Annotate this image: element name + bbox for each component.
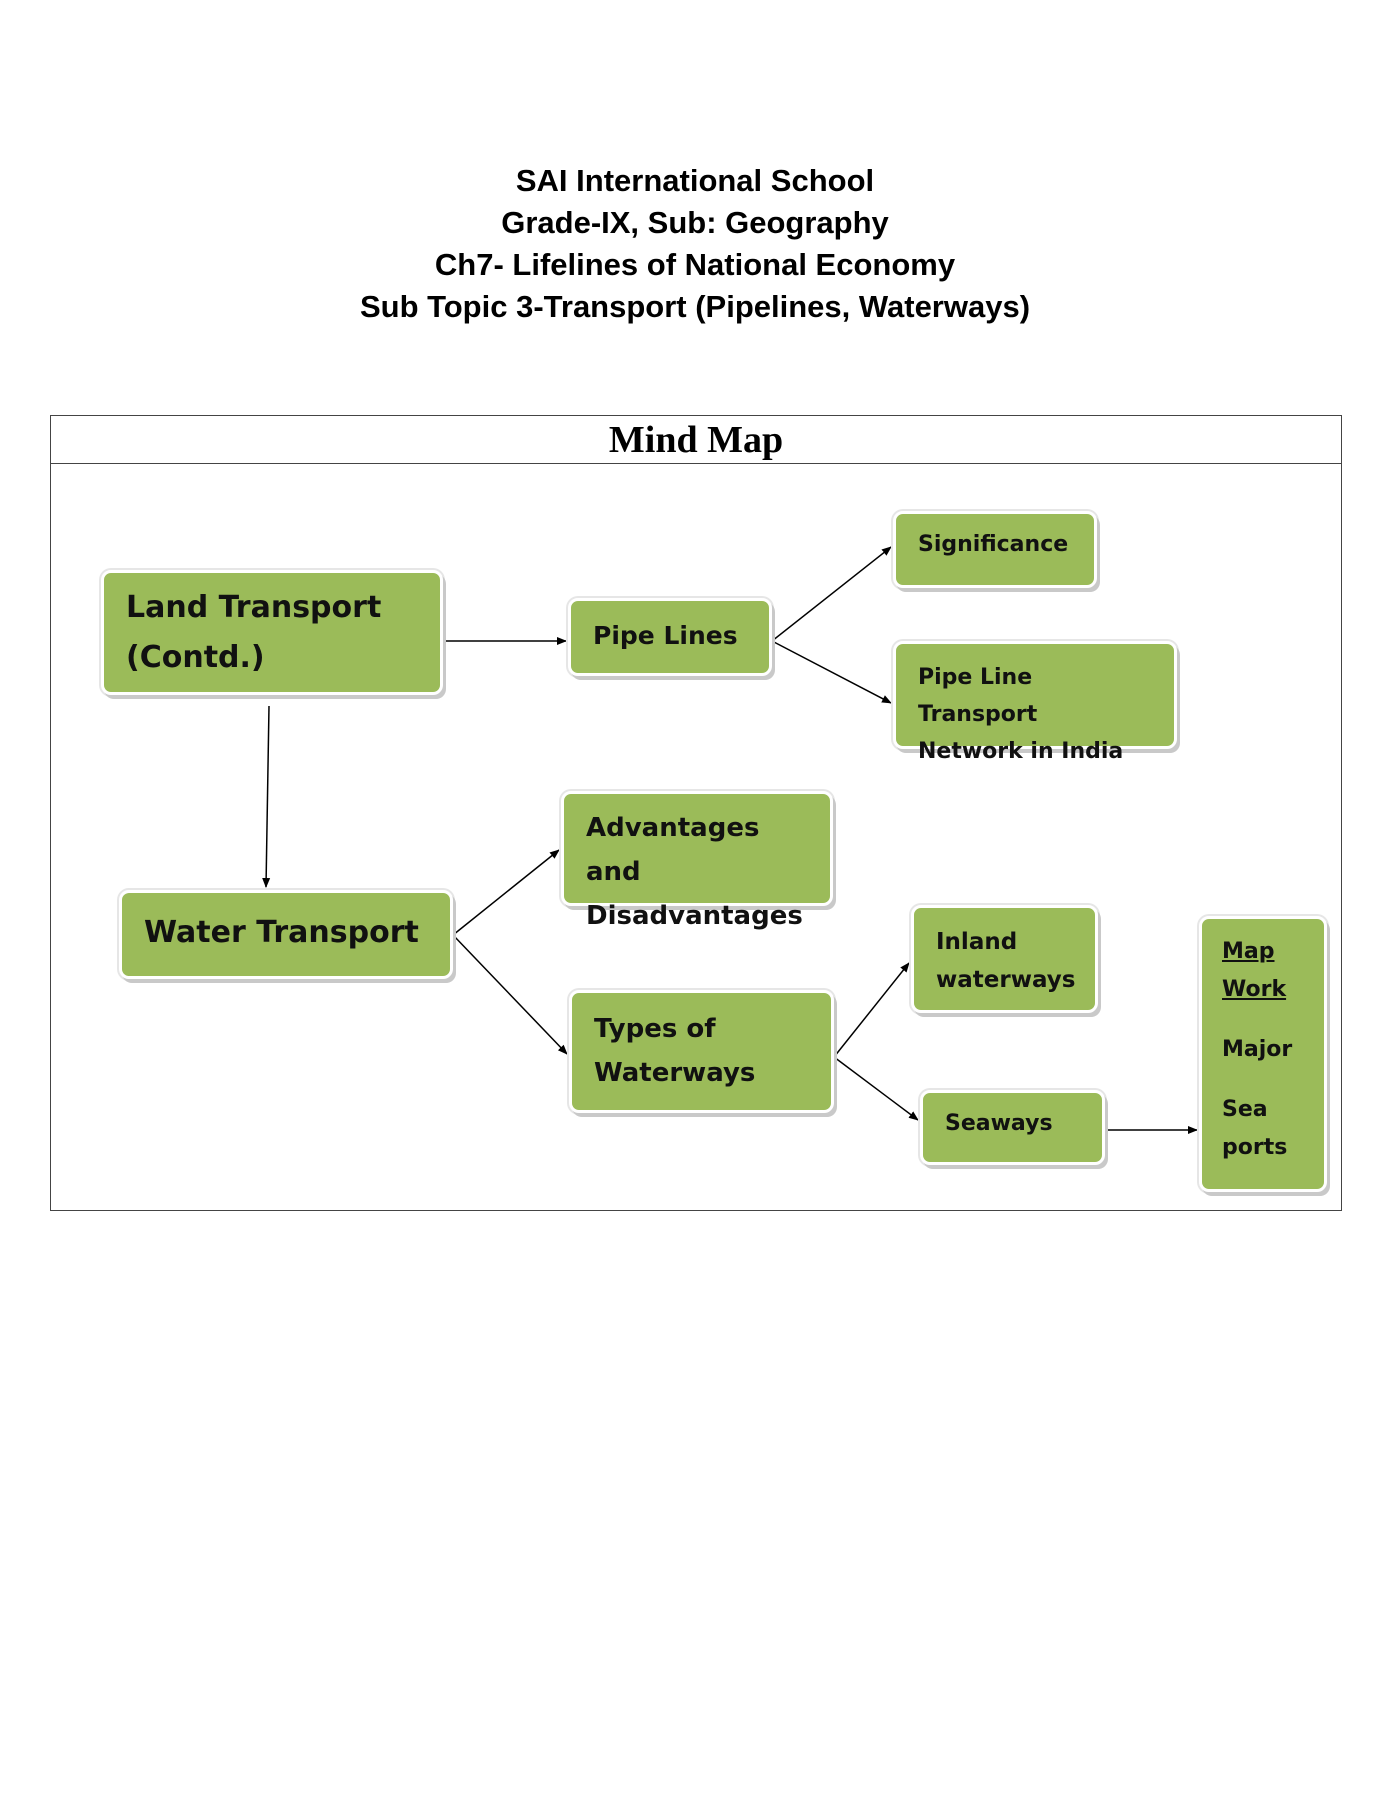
node-map-work-heading2: Work <box>1222 977 1287 1002</box>
node-seaways-label: Seaways <box>945 1111 1053 1136</box>
node-seaways: Seaways <box>920 1090 1105 1165</box>
sub-topic: Sub Topic 3-Transport (Pipelines, Waterw… <box>359 289 1031 324</box>
node-inland-waterways-line2: waterways <box>936 967 1076 993</box>
node-map-work-body3: ports <box>1222 1135 1288 1160</box>
node-pipeline-network-line1: Pipe Line Transport <box>918 665 1038 727</box>
node-land-transport-line2: (Contd.) <box>126 640 265 675</box>
node-pipe-lines: Pipe Lines <box>568 598 772 676</box>
node-types-of-waterways-line1: Types of <box>594 1014 716 1044</box>
node-pipeline-network-line2: Network in India <box>918 739 1124 764</box>
mindmap-frame: Mind Map <box>50 415 1342 1211</box>
chapter-title: Ch7- Lifelines of National Economy <box>434 247 956 282</box>
mindmap-title: Mind Map <box>608 419 784 461</box>
node-advantages: Advantages and Disadvantages <box>561 791 833 931</box>
node-advantages-line1: Advantages and <box>586 813 760 887</box>
arrow-water-to-advantages <box>452 849 560 936</box>
node-types-of-waterways: Types of Waterways <box>569 990 834 1113</box>
node-land-transport: Land Transport (Contd.) <box>101 570 443 695</box>
node-significance: Significance <box>893 511 1097 588</box>
arrow-pipe-to-network <box>771 640 892 704</box>
arrow-types-to-inland <box>833 962 910 1058</box>
node-map-work: Map Work Major Sea ports <box>1199 916 1327 1192</box>
arrow-pipe-to-significance <box>771 546 892 642</box>
school-name: SAI International School <box>515 163 875 198</box>
node-map-work-spacer-2 <box>1222 1069 1304 1091</box>
node-map-work-body1: Major <box>1222 1037 1293 1062</box>
node-inland-waterways-line1: Inland <box>936 929 1018 955</box>
node-pipe-lines-label: Pipe Lines <box>593 621 738 650</box>
node-land-transport-line1: Land Transport <box>126 590 382 625</box>
arrow-land-to-water <box>262 705 271 888</box>
grade-subject: Grade-IX, Sub: Geography <box>501 205 889 240</box>
node-pipeline-network: Pipe Line Transport Network in India <box>893 641 1177 764</box>
node-map-work-spacer <box>1222 1009 1304 1031</box>
arrow-water-to-types <box>452 934 568 1055</box>
node-map-work-body2: Sea <box>1222 1097 1268 1122</box>
arrow-types-to-seaways <box>833 1056 919 1121</box>
node-water-transport-label: Water Transport <box>144 915 419 950</box>
node-inland-waterways: Inland waterways <box>911 905 1098 1013</box>
mindmap-title-bar: Mind Map <box>51 416 1341 464</box>
node-map-work-heading1: Map <box>1222 939 1275 964</box>
node-types-of-waterways-line2: Waterways <box>594 1058 756 1088</box>
node-significance-label: Significance <box>918 532 1069 557</box>
node-water-transport: Water Transport <box>119 890 453 979</box>
node-advantages-line2: Disadvantages <box>586 901 803 931</box>
document-header: SAI International School Grade-IX, Sub: … <box>0 160 1390 328</box>
